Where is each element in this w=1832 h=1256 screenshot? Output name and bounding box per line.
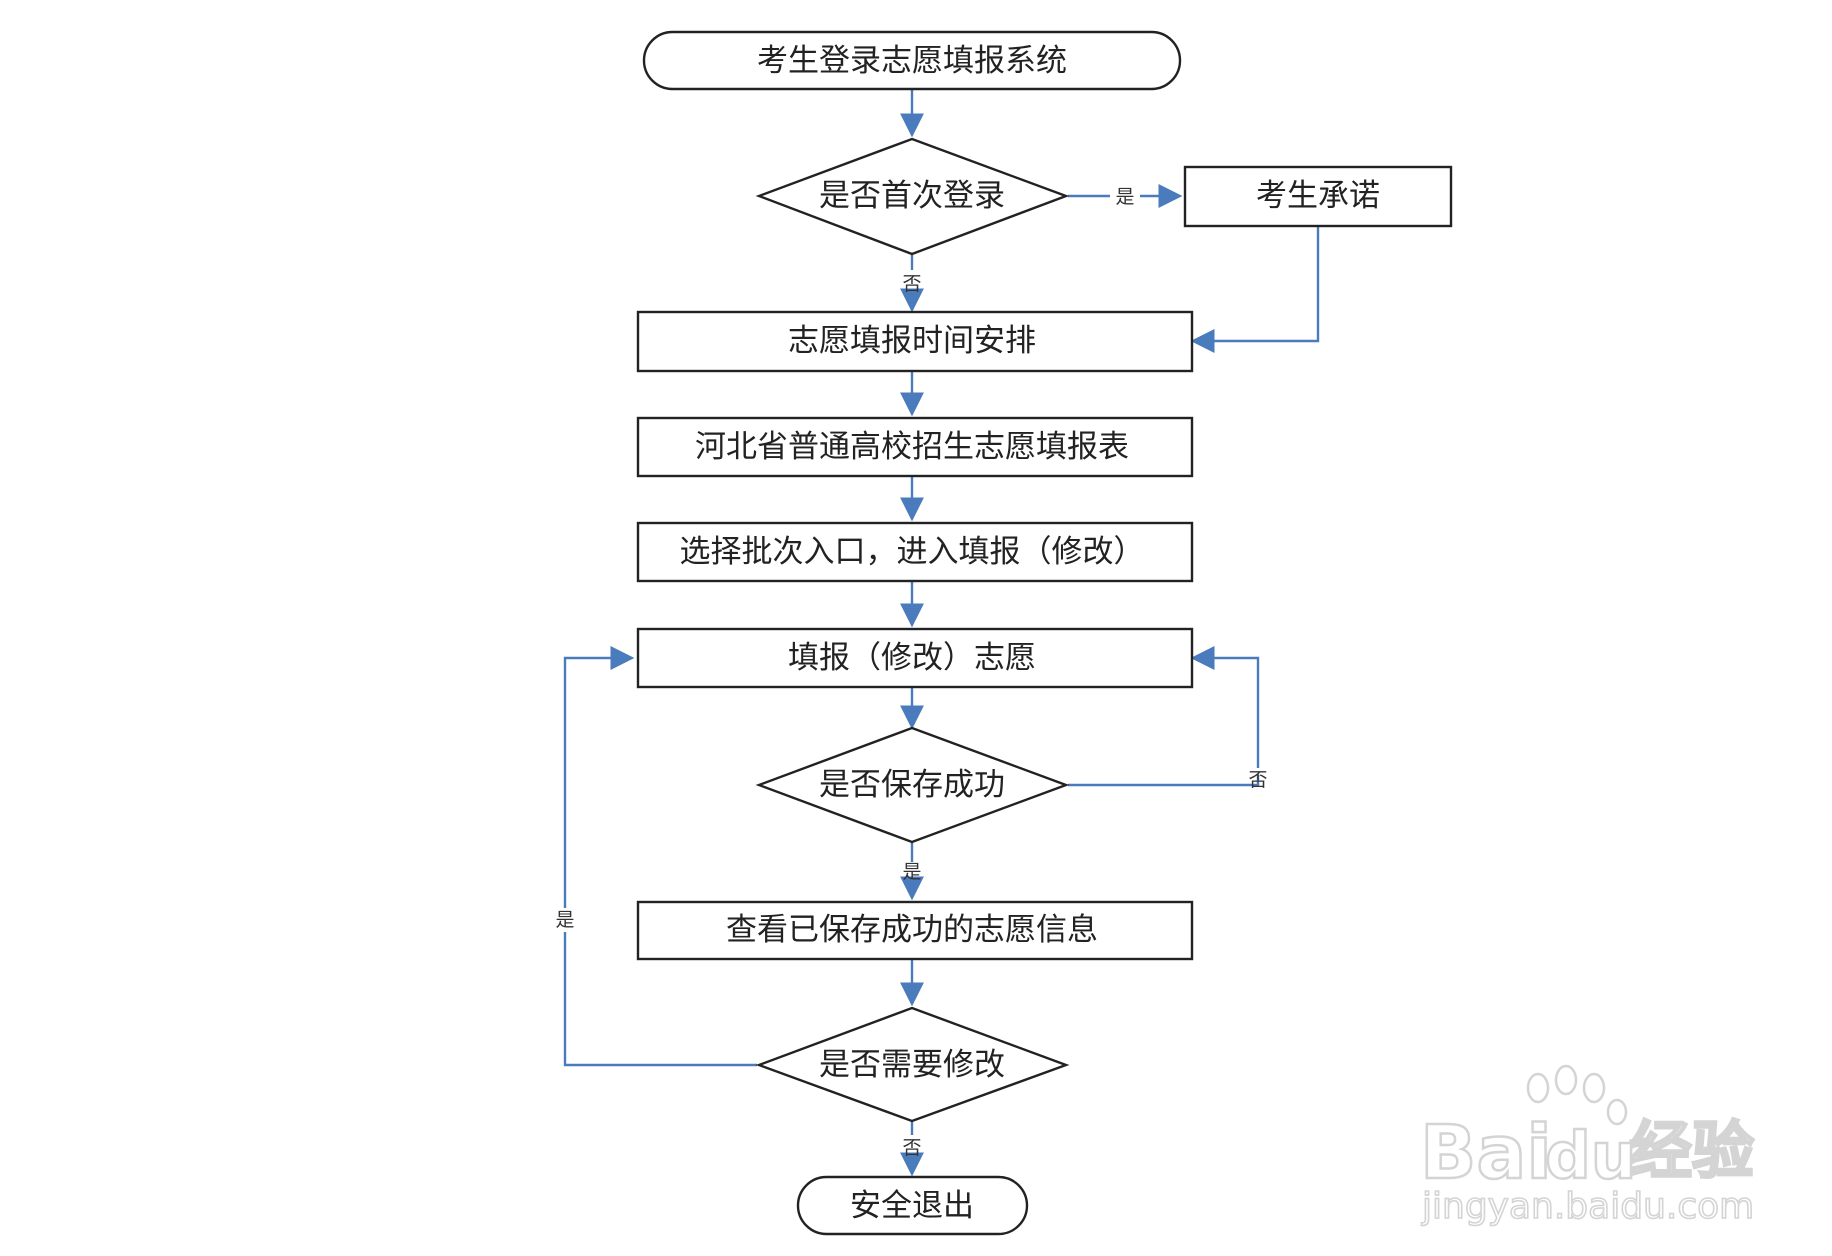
edge-label-first-login-no: 否 — [902, 273, 921, 295]
first-login-decision-shape — [755, 137, 1070, 256]
watermark-url: jingyan.baidu.com — [1421, 1186, 1754, 1227]
node-select-batch: 选择批次入口，进入填报（修改） — [636, 521, 1194, 583]
edge-promise-to-schedule — [1190, 227, 1320, 353]
node-exit: 安全退出 — [796, 1175, 1029, 1236]
form-label: 河北省普通高校招生志愿填报表 — [695, 429, 1129, 465]
fill-label: 填报（修改）志愿 — [788, 640, 1036, 676]
connectors — [563, 90, 1320, 1177]
select-batch-label: 选择批次入口，进入填报（修改） — [680, 534, 1145, 570]
exit-label: 安全退出 — [850, 1188, 974, 1224]
edge-label-save-no: 否 — [1248, 769, 1267, 791]
node-fill: 填报（修改）志愿 — [636, 627, 1194, 689]
edge-labels: 是 否 否 是 是 否 — [555, 186, 1267, 1159]
exit-terminal-shape — [796, 1175, 1029, 1236]
save-ok-label: 是否保存成功 — [819, 767, 1005, 803]
edge-label-modify-yes: 是 — [555, 909, 574, 931]
node-first-login: 是否首次登录 — [755, 137, 1070, 256]
edge-modify-yes-a — [563, 932, 757, 1067]
node-promise: 考生承诺 — [1183, 165, 1453, 228]
watermark-brand-suffix: du — [1545, 1120, 1636, 1194]
save-ok-decision-shape — [755, 726, 1070, 844]
promise-label: 考生承诺 — [1256, 178, 1380, 214]
edge-label-modify-no: 否 — [902, 1137, 921, 1159]
schedule-process-shape — [636, 310, 1194, 373]
start-terminal-shape — [642, 30, 1182, 91]
watermark-product: 经验 — [1630, 1114, 1754, 1187]
view-saved-label: 查看已保存成功的志愿信息 — [726, 912, 1098, 948]
baidu-jingyan-watermark: Bai du 经验 jingyan.baidu.com — [1419, 1064, 1755, 1228]
node-form: 河北省普通高校招生志愿填报表 — [636, 416, 1194, 478]
need-modify-decision-shape — [755, 1006, 1070, 1123]
node-start: 考生登录志愿填报系统 — [642, 30, 1182, 91]
view-saved-process-shape — [636, 900, 1194, 961]
start-label: 考生登录志愿填报系统 — [757, 43, 1067, 79]
node-save-ok: 是否保存成功 — [755, 726, 1070, 844]
first-login-label: 是否首次登录 — [819, 178, 1005, 214]
edge-save-no-b — [1190, 646, 1260, 768]
edge-label-first-login-yes: 是 — [1115, 186, 1134, 208]
watermark-brand: Bai — [1420, 1110, 1552, 1196]
node-schedule: 志愿填报时间安排 — [636, 310, 1194, 373]
edge-modify-yes-b — [563, 646, 635, 908]
node-need-modify: 是否需要修改 — [755, 1006, 1070, 1123]
fill-process-shape — [636, 627, 1194, 689]
schedule-label: 志愿填报时间安排 — [788, 323, 1036, 359]
edge-label-save-yes: 是 — [902, 861, 921, 883]
paw-icon — [1526, 1064, 1628, 1126]
form-process-shape — [636, 416, 1194, 478]
promise-process-shape — [1183, 165, 1453, 228]
select-batch-process-shape — [636, 521, 1194, 583]
node-view-saved: 查看已保存成功的志愿信息 — [636, 900, 1194, 961]
need-modify-label: 是否需要修改 — [819, 1047, 1005, 1083]
edge-save-no-a — [1068, 775, 1260, 787]
